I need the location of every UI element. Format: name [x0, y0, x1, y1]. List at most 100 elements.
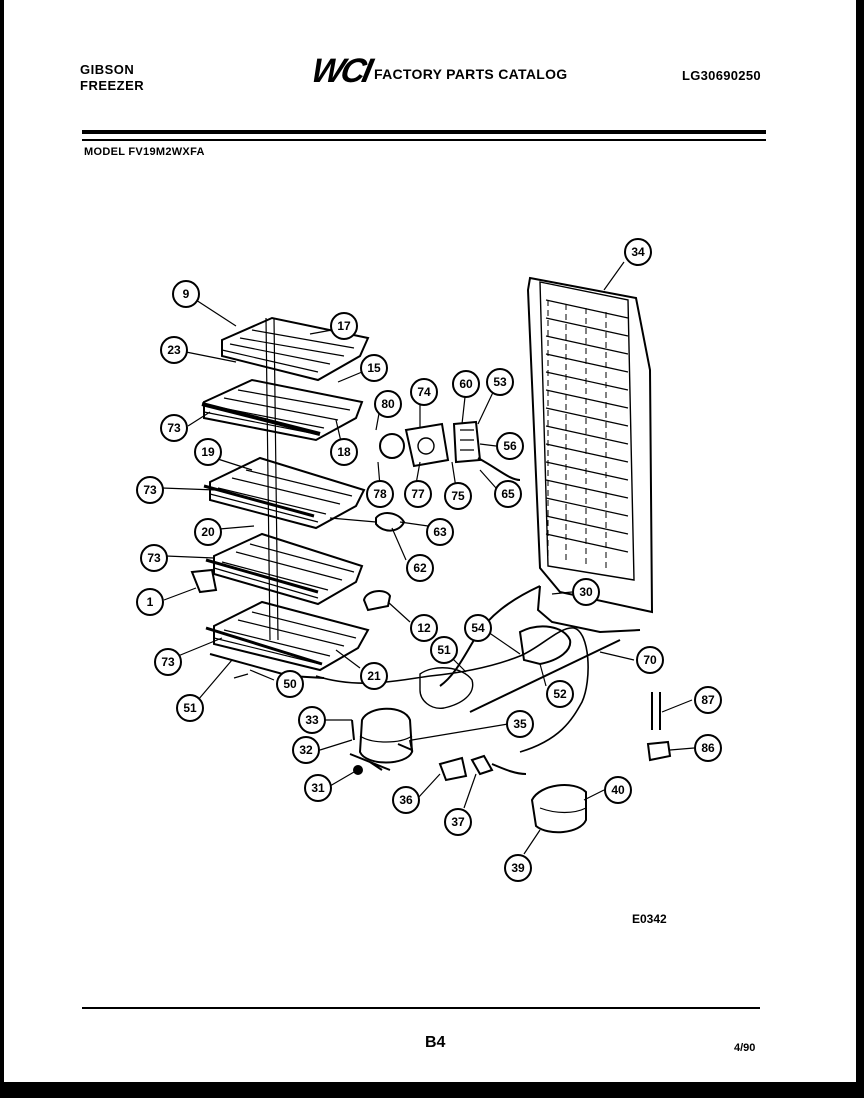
- callout-17: 17: [330, 312, 358, 340]
- callout-number: 70: [643, 653, 657, 667]
- callout-circle: [330, 312, 358, 340]
- callout-number: 65: [501, 487, 515, 501]
- callout-number: 73: [143, 483, 157, 497]
- callout-35: 35: [506, 710, 534, 738]
- callout-77: 77: [404, 480, 432, 508]
- callout-9: 9: [172, 280, 200, 308]
- callout-circle: [636, 646, 664, 674]
- callout-number: 18: [337, 445, 351, 459]
- evaporator-coil: [526, 276, 654, 634]
- header-rule-thick: [82, 130, 766, 134]
- callout-circle: [444, 808, 472, 836]
- callout-50: 50: [276, 670, 304, 698]
- callout-23: 23: [160, 336, 188, 364]
- callout-circle: [624, 238, 652, 266]
- callout-circle: [464, 614, 492, 642]
- callout-number: 12: [417, 621, 431, 635]
- callout-number: 77: [411, 487, 425, 501]
- callout-circle: [410, 378, 438, 406]
- callout-circle: [136, 588, 164, 616]
- shelf-support-rods: [265, 317, 279, 641]
- terminal-cover: [530, 784, 587, 834]
- callout-circle: [360, 662, 388, 690]
- callout-number: 53: [493, 375, 507, 389]
- callout-52: 52: [546, 680, 574, 708]
- callout-circle: [406, 554, 434, 582]
- compressor: [349, 707, 414, 771]
- brand-block: GIBSON FREEZER: [80, 62, 144, 94]
- callout-circle: [276, 670, 304, 698]
- callout-circle: [496, 432, 524, 460]
- callout-number: 30: [579, 585, 593, 599]
- callout-number: 54: [471, 621, 485, 635]
- callout-51: 51: [430, 636, 458, 664]
- callout-number: 31: [311, 781, 325, 795]
- callout-number: 9: [183, 287, 190, 301]
- callout-number: 33: [305, 713, 319, 727]
- callout-number: 52: [553, 687, 567, 701]
- callout-circle: [136, 476, 164, 504]
- callout-32: 32: [292, 736, 320, 764]
- callout-circle: [330, 438, 358, 466]
- callout-circle: [444, 482, 472, 510]
- callout-number: 23: [167, 343, 181, 357]
- callout-number: 1: [147, 595, 154, 609]
- callout-circle: [694, 686, 722, 714]
- callout-33: 33: [298, 706, 326, 734]
- overload: [470, 754, 527, 776]
- fan-motor: [375, 512, 406, 532]
- callout-number: 51: [183, 701, 197, 715]
- callout-circle: [360, 354, 388, 382]
- shelf-3: [203, 456, 366, 530]
- callout-73: 73: [136, 476, 164, 504]
- callout-number: 40: [611, 783, 625, 797]
- callout-circle: [154, 648, 182, 676]
- callout-circle: [694, 734, 722, 762]
- callout-87: 87: [694, 686, 722, 714]
- callout-51: 51: [176, 694, 204, 722]
- callout-number: 63: [433, 525, 447, 539]
- callout-number: 62: [413, 561, 427, 575]
- callout-circle: [452, 370, 480, 398]
- callout-37: 37: [444, 808, 472, 836]
- callout-40: 40: [604, 776, 632, 804]
- callout-56: 56: [496, 432, 524, 460]
- callout-70: 70: [636, 646, 664, 674]
- callout-circle: [172, 280, 200, 308]
- callout-circle: [160, 414, 188, 442]
- catalog-title: FACTORY PARTS CATALOG: [374, 66, 568, 82]
- callout-circle: [404, 480, 432, 508]
- thermostat: [362, 590, 392, 612]
- shelf-5: [205, 600, 370, 672]
- latch: [190, 568, 218, 594]
- callout-circle: [494, 480, 522, 508]
- callout-circle: [176, 694, 204, 722]
- page-number: B4: [425, 1034, 446, 1051]
- callout-number: 87: [701, 693, 715, 707]
- catalog-code: LG30690250: [682, 68, 761, 83]
- callout-62: 62: [406, 554, 434, 582]
- grommet: [646, 740, 672, 762]
- header-rule-thin: [82, 139, 766, 141]
- callout-80: 80: [374, 390, 402, 418]
- defrost-timer-assembly: [379, 420, 521, 481]
- callout-circle: [194, 518, 222, 546]
- callout-30: 30: [572, 578, 600, 606]
- drier: [518, 625, 572, 666]
- callout-number: 60: [459, 377, 473, 391]
- callout-number: 37: [451, 815, 465, 829]
- callout-number: 75: [451, 489, 465, 503]
- callout-number: 86: [701, 741, 715, 755]
- clip: [651, 692, 661, 730]
- callout-20: 20: [194, 518, 222, 546]
- diagram-artwork: [161, 261, 695, 855]
- callout-18: 18: [330, 438, 358, 466]
- callout-number: 73: [147, 551, 161, 565]
- callout-number: 19: [201, 445, 215, 459]
- callout-78: 78: [366, 480, 394, 508]
- footer-rule: [82, 1007, 760, 1009]
- callout-circle: [160, 336, 188, 364]
- callout-73: 73: [140, 544, 168, 572]
- brand-name: GIBSON: [80, 62, 135, 77]
